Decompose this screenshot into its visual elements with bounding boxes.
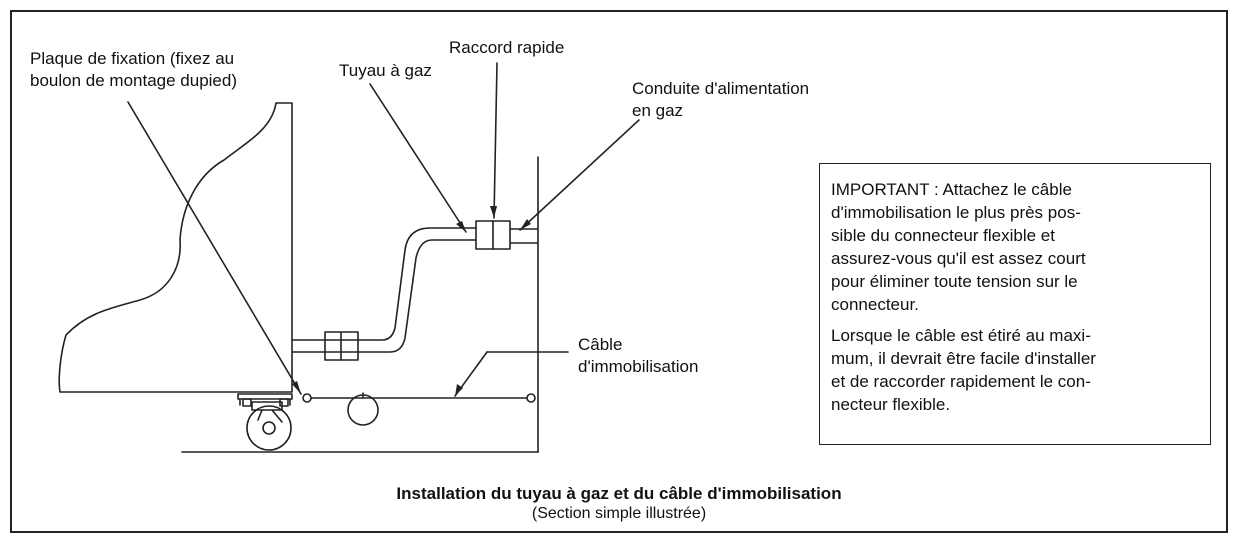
leader-mounting-plate [127,101,302,395]
appliance-outline [58,102,293,393]
arrowhead-gas-hose [456,221,466,232]
gas-hose-upper [291,227,477,341]
caption-subtitle: (Section simple illustrée) [531,505,707,522]
important-note: IMPORTANT : Attachez le câble d'immobili… [819,163,1211,445]
caster-plate [237,393,293,400]
leader-quick-connect [493,62,498,219]
label-gas-hose: Tuyau à gaz [339,61,432,80]
arrowhead-restraint-cable [455,384,463,396]
label-gas-supply: Conduite d'alimentation en gaz [632,79,810,120]
note-paragraph-1: IMPORTANT : Attachez le câble d'immobili… [831,180,1086,314]
caster-wheel [246,405,292,451]
label-restraint-cable: Câble d'immobilisation [578,335,699,376]
gas-supply-pipe [509,228,539,244]
label-mounting-plate: Plaque de fixation (fixez au boulon de m… [30,49,237,90]
leader-gas-supply [519,119,640,231]
gas-hose-lower [291,239,477,353]
note-paragraph-2: Lorsque le câble est étiré au maxi- mum,… [831,326,1096,414]
arrowhead-gas-supply [520,219,531,230]
caption-title: Installation du tuyau à gaz et du câble … [396,484,842,503]
caster-swivel [251,401,283,411]
cable-coil [347,394,379,426]
label-quick-connect: Raccord rapide [449,38,565,57]
arrowhead-quick-connect [490,206,497,218]
diagram-frame [10,10,1228,533]
leader-gas-hose [369,83,467,233]
arrowhead-mounting-plate [292,381,301,394]
